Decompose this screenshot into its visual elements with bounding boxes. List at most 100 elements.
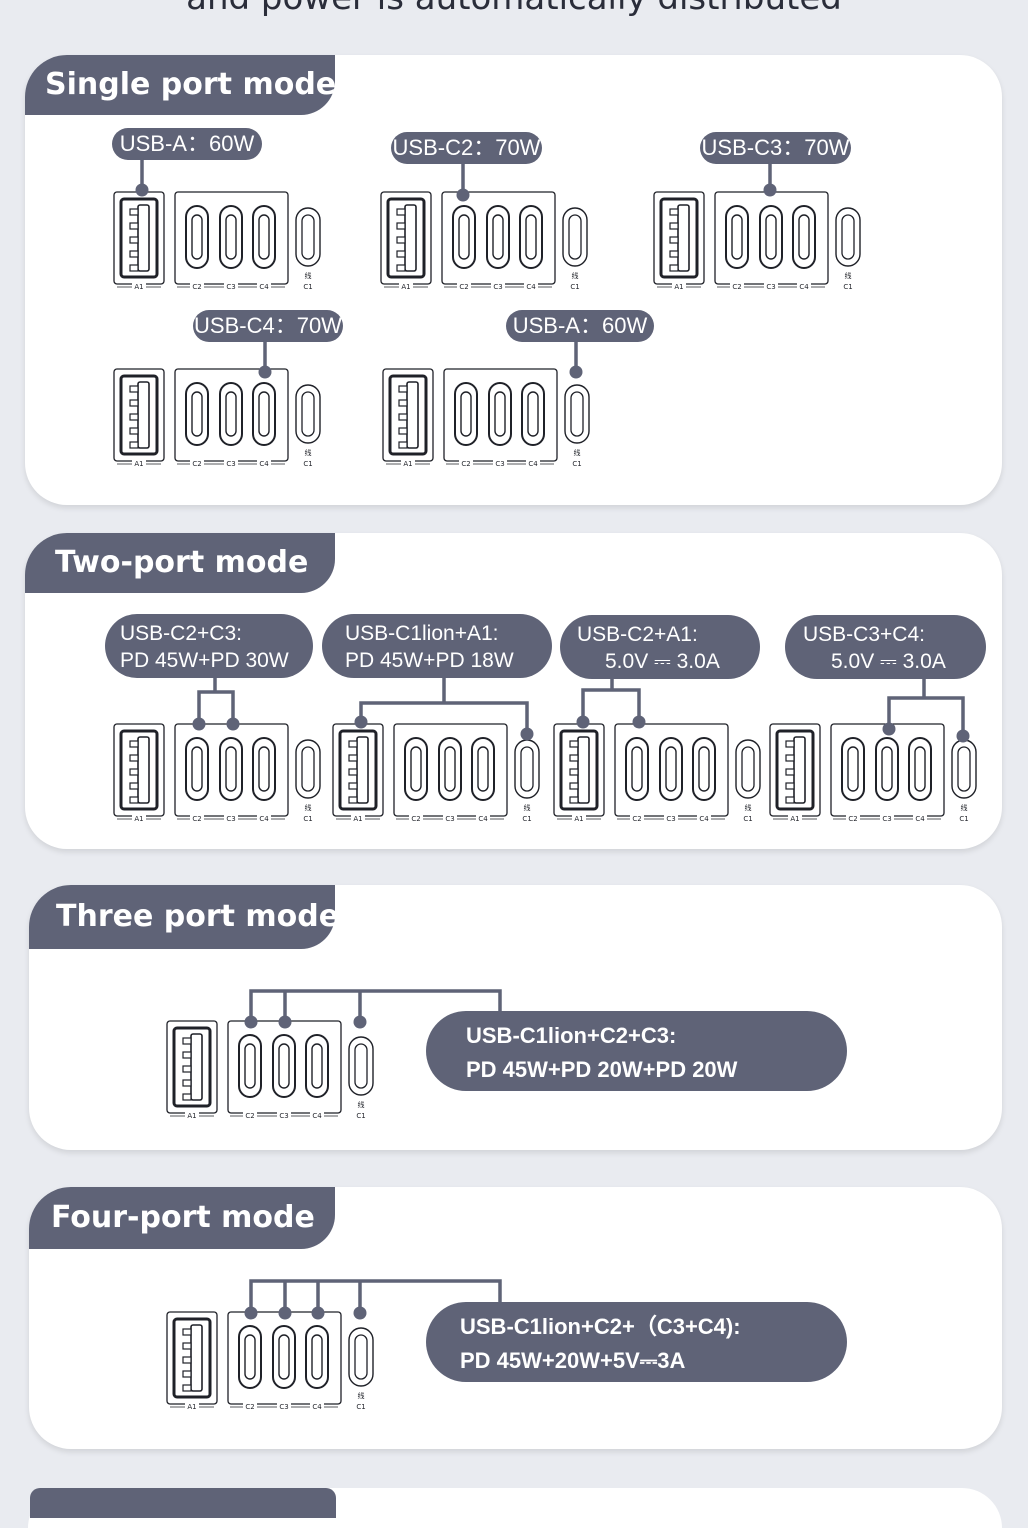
single-label-c4: USB-C4：70W [193, 310, 343, 342]
usb-c-port-icon [438, 737, 462, 801]
two-label-c1a1-line1: USB-C1lion+A1: [345, 622, 499, 645]
port-label-c4: C4 [528, 460, 538, 468]
port-label-c3: C3 [766, 283, 775, 291]
usb-a-port-icon [166, 1311, 218, 1405]
port-dot [882, 722, 896, 736]
four-port-title: Four-port mode [29, 1187, 335, 1249]
usb-a-port-icon [113, 723, 165, 817]
port-label-c4: C4 [259, 815, 269, 823]
port-label-c4: C4 [259, 283, 269, 291]
two-label-c1a1: USB-C1lion+A1: PD 45W+PD 18W [322, 614, 552, 678]
port-label-c1: C1 [572, 460, 581, 468]
two-port-title: Two-port mode [25, 533, 335, 593]
usb-c-port-icon [725, 205, 749, 269]
port-label-a1: A1 [353, 815, 362, 823]
usb-a-port-icon [332, 723, 384, 817]
port-label-c3: C3 [445, 815, 454, 823]
port-dot [354, 715, 368, 729]
usb-c-port-icon [759, 205, 783, 269]
usb-c1-cable-port-icon [735, 739, 761, 799]
port-label-c3: C3 [666, 815, 675, 823]
two-label-c2c3-line2: PD 45W+PD 30W [120, 649, 289, 672]
usb-a-port-icon [380, 191, 432, 285]
two-label-c3c4-line1: USB-C3+C4: [803, 623, 925, 646]
usb-c-block-icon [174, 723, 289, 817]
port-label-c2: C2 [848, 815, 857, 823]
usb-c-port-icon [875, 737, 899, 801]
connector-two-2 [359, 678, 529, 734]
usb-c-block-icon [174, 191, 289, 285]
port-dot [244, 1306, 258, 1320]
port-label-c2: C2 [411, 815, 420, 823]
usb-c-port-icon [252, 737, 276, 801]
port-label-c4: C4 [799, 283, 809, 291]
usb-c-block-icon [443, 368, 558, 462]
port-label-a1: A1 [187, 1403, 196, 1411]
usb-c-port-icon [219, 382, 243, 446]
usb-c1-cable-port-icon [835, 207, 861, 267]
port-label-c3: C3 [226, 460, 235, 468]
usb-c-port-icon [238, 1325, 262, 1389]
usb-a-port-icon [113, 368, 165, 462]
port-dot [763, 183, 777, 197]
usb-c-block-icon [393, 723, 508, 817]
three-label-line1: USB-C1lion+C2+C3: [466, 1023, 677, 1048]
port-label-c1-cn: 线 [574, 448, 581, 457]
port-label-a1: A1 [401, 283, 410, 291]
three-label: USB-C1lion+C2+C3: PD 45W+PD 20W+PD 20W [426, 1011, 847, 1091]
port-label-c2: C2 [192, 283, 201, 291]
two-label-c3c4: USB-C3+C4: 5.0V ⎓ 3.0A [785, 615, 986, 679]
two-label-c2a1: USB-C2+A1: 5.0V ⎓ 3.0A [560, 615, 760, 679]
port-label-c1-cn: 线 [305, 448, 312, 457]
port-dot [192, 717, 206, 731]
port-label-c1: C1 [843, 283, 852, 291]
port-label-c4: C4 [259, 460, 269, 468]
usb-c-port-icon [519, 205, 543, 269]
two-label-c3c4-line2: 5.0V ⎓ 3.0A [831, 650, 946, 673]
port-label-c3: C3 [493, 283, 502, 291]
four-label-line1: USB-C1lion+C2+（C3+C4): [460, 1314, 741, 1339]
port-label-a1: A1 [134, 283, 143, 291]
usb-c1-cable-port-icon [295, 739, 321, 799]
port-dot [353, 1015, 367, 1029]
port-label-c2: C2 [461, 460, 470, 468]
port-label-c3: C3 [495, 460, 504, 468]
port-dot [244, 1015, 258, 1029]
port-dot [135, 183, 149, 197]
single-label-c2: USB-C2：70W [391, 132, 542, 164]
usb-c-port-icon [219, 737, 243, 801]
usb-c-port-icon [841, 737, 865, 801]
usb-c-port-icon [185, 205, 209, 269]
port-dot [632, 715, 646, 729]
port-dot [226, 717, 240, 731]
usb-c-port-icon [521, 382, 545, 446]
usb-c-port-icon [404, 737, 428, 801]
connector-two-4 [887, 679, 965, 736]
usb-c-port-icon [305, 1034, 329, 1098]
two-label-c2c3-line1: USB-C2+C3: [120, 622, 242, 645]
port-dot [956, 729, 970, 743]
port-label-a1: A1 [674, 283, 683, 291]
port-label-c4: C4 [699, 815, 709, 823]
port-dot [353, 1306, 367, 1320]
port-label-c1-cn: 线 [358, 1391, 365, 1400]
port-label-c1-cn: 线 [961, 803, 968, 812]
port-label-c1: C1 [356, 1112, 365, 1120]
port-label-c1: C1 [959, 815, 968, 823]
usb-c-block-icon [441, 191, 556, 285]
port-label-c3: C3 [226, 283, 235, 291]
port-label-c1-cn: 线 [524, 803, 531, 812]
usb-c-port-icon [219, 205, 243, 269]
usb-a-port-icon [653, 191, 705, 285]
port-dot [576, 715, 590, 729]
usb-c-port-icon [471, 737, 495, 801]
port-label-c2: C2 [459, 283, 468, 291]
port-label-c3: C3 [226, 815, 235, 823]
port-dot [520, 727, 534, 741]
usb-c1-cable-port-icon [295, 207, 321, 267]
